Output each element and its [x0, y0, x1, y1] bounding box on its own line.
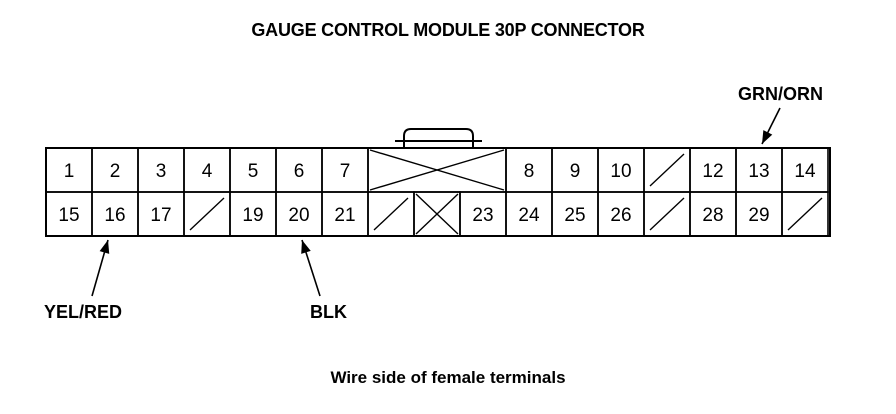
arrow-grn-orn: [761, 107, 781, 145]
terminal-12: 12: [689, 147, 737, 193]
row2-empty-cavity: [781, 191, 829, 237]
row2-empty-cavity: [183, 191, 231, 237]
row1-empty-cavity: [367, 147, 507, 193]
wire-label-yel-red: YEL/RED: [44, 302, 123, 322]
terminal-9: 9: [551, 147, 599, 193]
terminal-29: 29: [735, 191, 783, 237]
terminal-25: 25: [551, 191, 599, 237]
locking-tab: [403, 128, 474, 148]
terminal-number: 13: [748, 161, 769, 182]
terminal-5: 5: [229, 147, 277, 193]
terminal-number: 16: [104, 205, 125, 226]
terminal-3: 3: [137, 147, 185, 193]
terminal-number: 24: [518, 205, 540, 226]
terminal-20: 20: [275, 191, 323, 237]
terminal-24: 24: [505, 191, 553, 237]
terminal-number: 21: [334, 205, 355, 226]
terminal-19: 19: [229, 191, 277, 237]
terminal-number: 9: [570, 161, 581, 182]
wire-arrows: [91, 107, 781, 297]
arrow-yel-red: [91, 239, 110, 297]
terminal-2: 2: [91, 147, 139, 193]
terminal-number: 28: [702, 205, 723, 226]
row2-empty-cavity: [413, 191, 461, 237]
terminal-number: 10: [610, 161, 631, 182]
terminal-number: 19: [242, 205, 263, 226]
terminal-cell: [781, 191, 829, 237]
wire-label-grn-orn: GRN/ORN: [738, 84, 823, 104]
cavity-slash-line: [189, 197, 225, 231]
row2-empty-cavity: [643, 191, 691, 237]
terminal-number: 14: [794, 161, 816, 182]
terminal-23: 23: [459, 191, 507, 237]
wire-label-blk: BLK: [310, 302, 347, 322]
terminal-number: 26: [610, 205, 631, 226]
terminal-28: 28: [689, 191, 737, 237]
terminal-number: 20: [288, 205, 309, 226]
terminal-number: 15: [58, 205, 79, 226]
cavity-slash-line: [649, 197, 685, 231]
terminal-15: 15: [45, 191, 93, 237]
arrow-blk: [301, 239, 321, 297]
terminal-1: 1: [45, 147, 93, 193]
terminal-number: 25: [564, 205, 585, 226]
terminal-number: 29: [748, 205, 769, 226]
terminal-number: 7: [340, 161, 351, 182]
terminal-number: 12: [702, 161, 723, 182]
terminal-6: 6: [275, 147, 323, 193]
cavity-slash-line: [787, 197, 823, 231]
terminal-8: 8: [505, 147, 553, 193]
terminal-21: 21: [321, 191, 369, 237]
diagram-caption: Wire side of female terminals: [330, 368, 566, 387]
row2-empty-cavity: [367, 191, 415, 237]
terminal-4: 4: [183, 147, 231, 193]
terminal-number: 3: [156, 161, 167, 182]
terminal-number: 2: [110, 161, 121, 182]
cavity-cross-line: [415, 193, 459, 235]
terminal-7: 7: [321, 147, 369, 193]
terminal-number: 6: [294, 161, 305, 182]
terminal-number: 5: [248, 161, 259, 182]
terminal-10: 10: [597, 147, 645, 193]
cavity-slash-line: [649, 153, 685, 187]
terminal-26: 26: [597, 191, 645, 237]
terminal-13: 13: [735, 147, 783, 193]
terminal-number: 23: [472, 205, 493, 226]
cavity-slash-line: [373, 197, 409, 231]
terminal-17: 17: [137, 191, 185, 237]
diagram-title: GAUGE CONTROL MODULE 30P CONNECTOR: [251, 20, 645, 40]
terminal-row-2: 15 16 17 19 20 21 23 24 25 26 28 29: [45, 191, 829, 237]
row1-empty-cavity: [643, 147, 691, 193]
terminal-16: 16: [91, 191, 139, 237]
terminal-number: 4: [202, 161, 213, 182]
terminal-number: 8: [524, 161, 535, 182]
cavity-cross-line: [369, 149, 505, 191]
terminal-14: 14: [781, 147, 829, 193]
terminal-number: 17: [150, 205, 171, 226]
terminal-number: 1: [64, 161, 75, 182]
